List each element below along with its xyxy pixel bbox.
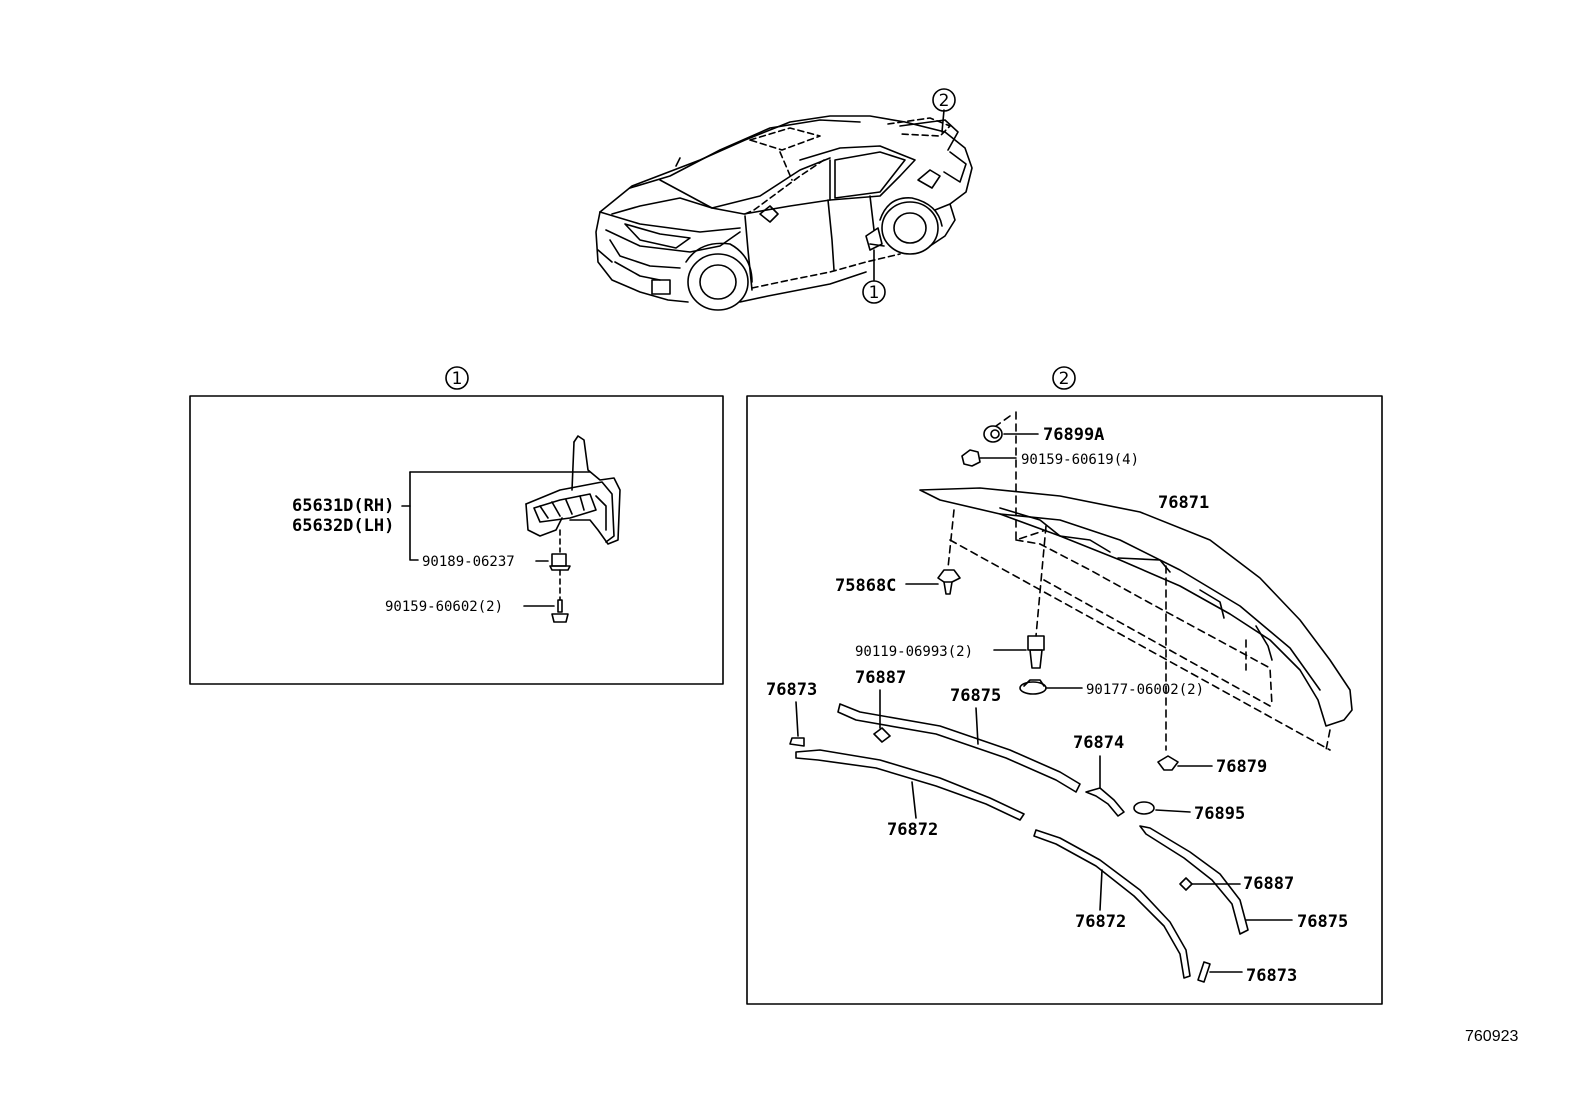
svg-text:1: 1: [869, 283, 880, 303]
cap-76899A-illustration: [983, 425, 1039, 443]
molding-76873-left-illustration: [789, 701, 805, 747]
callout-2-car: 2: [932, 88, 956, 112]
label-76899A: 76899A: [1043, 425, 1104, 445]
spoiler-assembly-guides: [947, 411, 1331, 751]
label-90119-06993: 90119-06993(2): [855, 644, 973, 660]
molding-76875-upper-illustration: [837, 703, 1081, 793]
svg-text:2: 2: [1059, 369, 1070, 389]
label-76873-left: 76873: [766, 680, 817, 700]
label-76887-lower: 76887: [1243, 874, 1294, 894]
molding-76874-illustration: [1085, 755, 1125, 817]
label-76875-lower: 76875: [1297, 912, 1348, 932]
molding-76872-lower-illustration: [1033, 829, 1191, 979]
part-76879-illustration: [1157, 755, 1213, 771]
label-76871: 76871: [1158, 493, 1209, 513]
label-90159-60619: 90159-60619(4): [1021, 452, 1139, 468]
label-90189-06237: 90189-06237: [422, 554, 515, 570]
svg-text:2: 2: [939, 91, 950, 111]
clip-90189-illustration: [535, 529, 571, 601]
mudguard-leader: [401, 471, 591, 561]
label-76874: 76874: [1073, 733, 1124, 753]
car-overview-illustration: [595, 115, 973, 311]
car-callout-leaders: [873, 109, 945, 281]
rear-spoiler-76871-illustration: [919, 487, 1353, 727]
callout-2-panel: 2: [1052, 366, 1076, 390]
part-76895-illustration: [1133, 801, 1191, 815]
molding-76875-lower-illustration: [1139, 825, 1293, 935]
screw-90159-60602-illustration: [523, 599, 569, 623]
svg-text:1: 1: [452, 369, 463, 389]
molding-76872-upper-illustration: [795, 749, 1025, 821]
nut-90159-60619-illustration: [961, 449, 1017, 467]
panel-2-frame: [746, 395, 1383, 1005]
label-76872-upper: 76872: [887, 820, 938, 840]
label-76887-upper: 76887: [855, 668, 906, 688]
clip-76887-lower-illustration: [1179, 877, 1241, 891]
nut-90177-06002-illustration: [1019, 679, 1083, 695]
panel-1-frame: [189, 395, 724, 685]
label-65631D-rh: 65631D(RH): [292, 496, 394, 516]
bolt-90119-06993-illustration: [993, 635, 1045, 669]
diagram-reference-number: 760923: [1465, 1028, 1518, 1045]
clip-75868C-illustration: [905, 569, 961, 595]
callout-1-car: 1: [862, 280, 886, 304]
mudguard-illustration: [525, 435, 621, 545]
label-90177-06002: 90177-06002(2): [1086, 682, 1204, 698]
label-76895: 76895: [1194, 804, 1245, 824]
label-76873-right: 76873: [1246, 966, 1297, 986]
label-75868C: 75868C: [835, 576, 896, 596]
label-90159-60602: 90159-60602(2): [385, 599, 503, 615]
label-76872-lower: 76872: [1075, 912, 1126, 932]
label-76875-upper: 76875: [950, 686, 1001, 706]
molding-76873-right-illustration: [1197, 961, 1243, 983]
label-76879: 76879: [1216, 757, 1267, 777]
label-65632D-lh: 65632D(LH): [292, 516, 394, 536]
callout-1-panel: 1: [445, 366, 469, 390]
clip-76887-upper-illustration: [873, 689, 891, 743]
